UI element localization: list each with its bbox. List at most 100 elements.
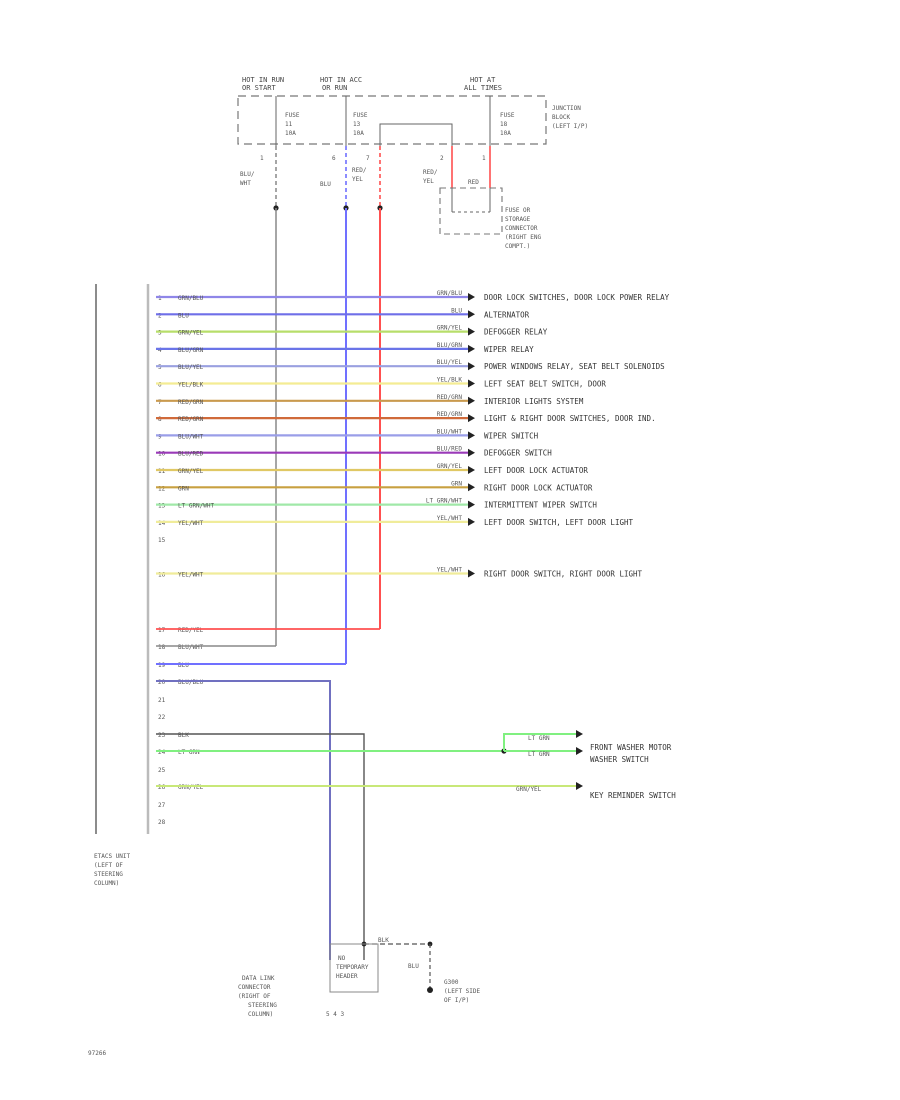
label-red-yel-b2: YEL — [423, 178, 434, 185]
pin-25: 25 — [158, 767, 166, 774]
row-wire-label-left: YEL/WHT — [178, 520, 204, 527]
dlc-sub-2: TEMPORARY — [336, 964, 369, 971]
row-pin: 12 — [158, 485, 166, 492]
row-wire-label-left: BLU/RED — [178, 451, 204, 458]
row-wire-label-left: GRN — [178, 485, 189, 492]
row-destination: DEFOGGER RELAY — [484, 328, 548, 337]
arrow-24a — [576, 730, 583, 738]
fuse-1-number: 11 — [285, 121, 293, 128]
row-wire-label-right: BLU/RED — [437, 446, 463, 453]
row-wire-label-right: GRN — [451, 480, 462, 487]
row-destination: LEFT DOOR LOCK ACTUATOR — [484, 466, 588, 475]
label-hot-in-run-2: OR START — [242, 84, 277, 92]
row-arrow — [468, 310, 475, 319]
row-arrow — [468, 414, 475, 423]
row-wire-label-left: BLU/WHT — [178, 433, 204, 440]
pin-6-label: 6 — [332, 155, 336, 162]
row-destination: POWER WINDOWS RELAY, SEAT BELT SOLENOIDS — [484, 362, 665, 371]
wire-20: BLU/BLU — [178, 679, 204, 686]
label-blu-ground: BLU — [408, 963, 419, 970]
dlc-body — [329, 943, 379, 993]
junction-label-2: BLOCK — [552, 114, 570, 121]
row-destination: WIPER SWITCH — [484, 431, 539, 440]
dlc-label-5: COLUMN) — [248, 1011, 273, 1018]
row-wire-label-left: LT GRN/WHT — [178, 503, 215, 510]
wire-23: BLK — [178, 732, 189, 739]
row-pin: 4 — [158, 347, 162, 354]
wire-24-branch-a — [503, 733, 576, 751]
dlc-label-4: STEERING — [248, 1002, 277, 1009]
junction-block: HOT IN RUN OR START HOT IN ACC OR RUN HO… — [237, 76, 588, 162]
row-arrow — [468, 431, 475, 440]
internal-bus — [379, 123, 453, 146]
fuse-3-number: 18 — [500, 121, 508, 128]
junction-label-3: (LEFT I/P) — [552, 123, 588, 130]
row-arrow — [468, 500, 475, 509]
row-destination: RIGHT DOOR LOCK ACTUATOR — [484, 483, 593, 492]
storage-label-2: STORAGE — [505, 216, 531, 223]
row-pin: 8 — [158, 416, 162, 423]
label-hot-at: HOT AT — [470, 76, 496, 84]
row-wire-label-left: BLU — [178, 312, 189, 319]
label-hot-in-acc: HOT IN ACC — [320, 76, 362, 84]
row-wire-label-right: GRN/YEL — [437, 325, 463, 332]
row-pin: 15 — [158, 537, 166, 544]
row-pin: 14 — [158, 520, 166, 527]
storage-label-5: COMPT.) — [505, 243, 530, 250]
figure-id: 97266 — [88, 1050, 106, 1057]
ground-label-1: G300 — [444, 979, 459, 986]
label-lt-grn-1: LT GRN — [528, 735, 550, 742]
row-arrow — [468, 483, 475, 492]
wire-20-line — [156, 680, 331, 960]
row-pin: 13 — [158, 503, 166, 510]
fuse-drops: BLU/ WHT BLU RED/ YEL RED/ YEL RED FUSE … — [240, 146, 542, 250]
etacs-label-2: (LEFT OF — [94, 862, 123, 869]
lower-connections: 17 RED/YEL 18 BLU/WHT 19 BLU 20 BLU/BLU … — [156, 627, 676, 960]
label-blu-wht: BLU/ — [240, 171, 255, 178]
etacs-label-1: ETACS UNIT — [94, 853, 131, 860]
row-pin: 6 — [158, 382, 162, 389]
row-pin: 3 — [158, 330, 162, 337]
label-blu: BLU — [320, 181, 331, 188]
label-red-yel-b: RED/ — [423, 169, 438, 176]
dlc-label-1: DATA LINK — [242, 975, 275, 982]
row-wire-label-right: BLU/WHT — [437, 428, 463, 435]
wire-19: BLU — [178, 662, 189, 669]
row-destination: RIGHT DOOR SWITCH, RIGHT DOOR LIGHT — [484, 570, 643, 579]
row-pin: 1 — [158, 295, 162, 302]
row-wire-label-left: GRN/YEL — [178, 468, 204, 475]
dest-front-washer: FRONT WASHER MOTOR — [590, 743, 672, 752]
storage-label-3: CONNECTOR — [505, 225, 538, 232]
label-red-yel: RED/ — [352, 167, 367, 174]
row-pin: 2 — [158, 312, 162, 319]
fuse-storage-outline — [439, 187, 503, 235]
pin-24: 24 — [158, 749, 166, 756]
dlc-label-3: (RIGHT OF — [238, 993, 271, 1000]
pin-18: 18 — [158, 644, 166, 651]
row-wire-label-left: YEL/WHT — [178, 572, 204, 579]
dest-washer-switch: WASHER SWITCH — [590, 755, 649, 764]
storage-label-4: (RIGHT ENG — [505, 234, 542, 241]
fuse-3-rating: 10A — [500, 130, 511, 137]
pin-27: 27 — [158, 802, 166, 809]
row-wire-label-left: RED/GRN — [178, 416, 204, 423]
label-hot-in-run: HOT IN RUN — [242, 76, 284, 84]
data-link-connector: BLK BLU G300 (LEFT SIDE OF I/P) NO TEMPO… — [238, 937, 481, 1018]
wire-23-line — [156, 733, 365, 960]
row-wire-label-right: GRN/YEL — [437, 463, 463, 470]
label-red: RED — [468, 179, 479, 186]
storage-label-1: FUSE OR — [505, 207, 531, 214]
row-wire-label-left: RED/GRN — [178, 399, 204, 406]
pin-2-label: 2 — [440, 155, 444, 162]
junction-block-outline — [237, 95, 547, 145]
row-destination: LIGHT & RIGHT DOOR SWITCHES, DOOR IND. — [484, 414, 656, 423]
ground-label-2: (LEFT SIDE — [444, 988, 481, 995]
dlc-sub-3: HEADER — [336, 973, 358, 980]
row-wire-label-right: YEL/BLK — [437, 377, 463, 384]
junction-label-1: JUNCTION — [552, 105, 581, 112]
label-red-yel-2: YEL — [352, 176, 363, 183]
row-wire-label-right: GRN/BLU — [437, 290, 463, 297]
row-pin: 10 — [158, 451, 166, 458]
row-wire-label-left: GRN/YEL — [178, 330, 204, 337]
